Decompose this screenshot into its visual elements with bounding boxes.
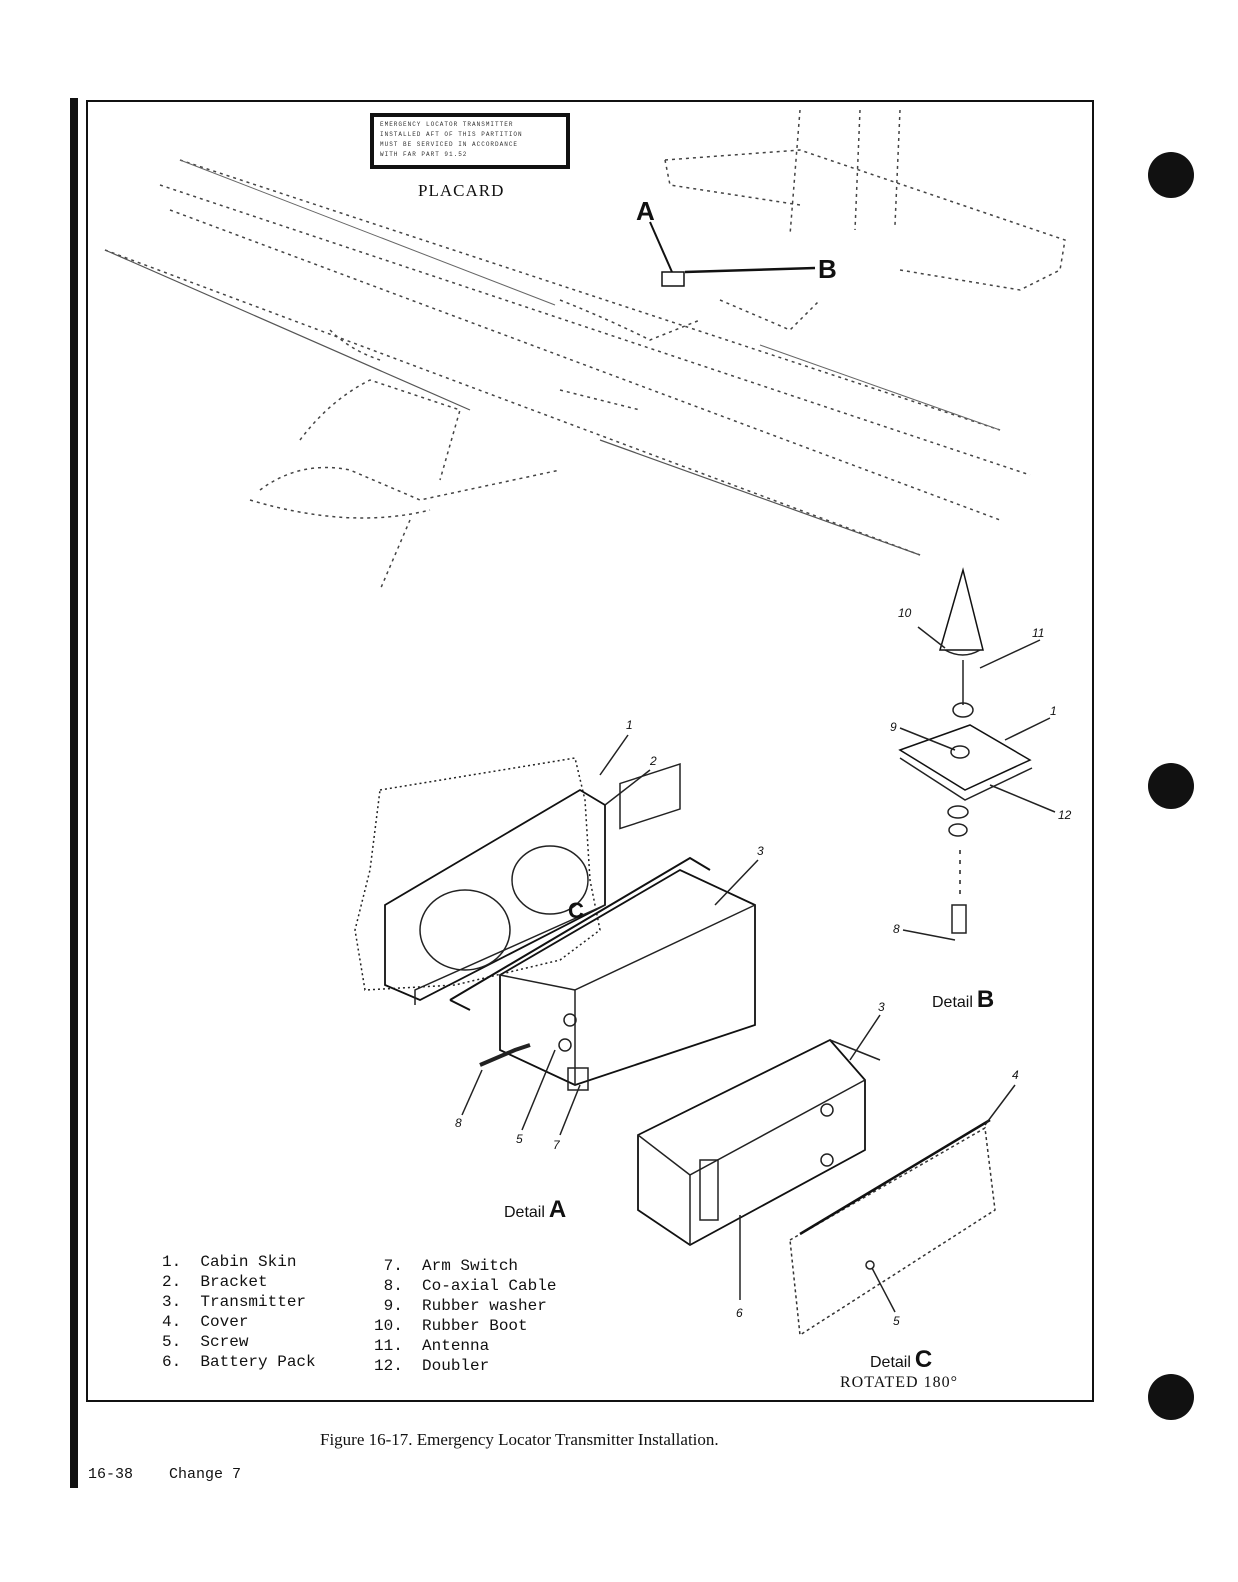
detail-b-callout-1: 1: [1050, 704, 1057, 718]
punch-hole-top: [1148, 152, 1194, 198]
placard-title: PLACARD: [418, 181, 505, 200]
callout-a: A: [636, 196, 655, 226]
detail-a-callout-7: 7: [553, 1138, 560, 1152]
figure-caption: Figure 16-17. Emergency Locator Transmit…: [320, 1430, 719, 1449]
placard-line-1: EMERGENCY LOCATOR TRANSMITTER: [380, 121, 514, 128]
detail-a-callout-5: 5: [516, 1132, 523, 1146]
legend-item: 7. Arm Switch: [374, 1257, 519, 1275]
placard-line-2: INSTALLED AFT OF THIS PARTITION: [380, 131, 523, 138]
legend-item: 2. Bracket: [162, 1273, 268, 1291]
page-footer: 16-38 Change 7: [88, 1466, 277, 1483]
punch-hole-middle: [1148, 763, 1194, 809]
detail-c-callout-6: 6: [736, 1306, 743, 1320]
aircraft-overview: [104, 109, 1066, 591]
detail-b-art: [898, 567, 1056, 941]
legend-item: 8. Co-axial Cable: [374, 1277, 557, 1295]
detail-c-callout-3: 3: [878, 1000, 885, 1014]
placard-line-4: WITH FAR PART 91.52: [380, 151, 468, 158]
placard-line-3: MUST BE SERVICED IN ACCORDANCE: [380, 141, 519, 148]
detail-a-callout-3: 3: [757, 844, 764, 858]
detail-a-callout-8: 8: [455, 1116, 462, 1130]
legend-item: 1. Cabin Skin: [162, 1253, 297, 1271]
detail-a-callout-2: 2: [650, 754, 657, 768]
callout-b: B: [818, 254, 837, 284]
path-letter-c: C: [568, 898, 584, 923]
legend-item: 3. Transmitter: [162, 1293, 307, 1311]
punch-hole-bottom: [1148, 1374, 1194, 1420]
detail-b-callout-8: 8: [893, 922, 900, 936]
figure-frame: [86, 100, 1094, 1402]
legend-item: 10. Rubber Boot: [374, 1317, 528, 1335]
legend-item: 9. Rubber washer: [374, 1297, 547, 1315]
detail-b-callout-11: 11: [1032, 626, 1045, 640]
change-bar: [70, 98, 78, 1488]
detail-a-letter: A: [548, 1196, 567, 1223]
detail-b-letter: B: [976, 986, 995, 1013]
detail-a-word: Detail: [504, 1204, 545, 1221]
legend-item: 6. Battery Pack: [162, 1353, 316, 1371]
legend-item: 12. Doubler: [374, 1357, 490, 1375]
detail-a-callout-1: 1: [626, 718, 633, 732]
change-number: Change 7: [169, 1466, 242, 1483]
legend-right: 7. Arm Switch 8. Co-axial Cable 9. Rubbe…: [374, 1256, 556, 1376]
detail-c-art: [637, 1014, 1016, 1337]
detail-b-callout-12: 12: [1058, 808, 1072, 822]
legend-left: 1. Cabin Skin 2. Bracket 3. Transmitter …: [162, 1252, 316, 1372]
detail-c-word: Detail: [870, 1354, 911, 1371]
page-number: 16-38: [88, 1466, 134, 1483]
legend-item: 4. Cover: [162, 1313, 249, 1331]
detail-c-callout-4: 4: [1012, 1068, 1019, 1082]
placard: EMERGENCY LOCATOR TRANSMITTER INSTALLED …: [370, 113, 570, 169]
detail-a-art: [354, 734, 759, 1136]
detail-b-word: Detail: [932, 994, 973, 1011]
detail-b-callout-10: 10: [898, 606, 912, 620]
detail-c-letter: C: [914, 1346, 933, 1373]
legend-item: 11. Antenna: [374, 1337, 490, 1355]
detail-c-callout-5: 5: [893, 1314, 900, 1328]
legend-item: 5. Screw: [162, 1333, 249, 1351]
detail-c-rotated-note: ROTATED 180°: [840, 1374, 958, 1391]
detail-b-callout-9: 9: [890, 720, 897, 734]
